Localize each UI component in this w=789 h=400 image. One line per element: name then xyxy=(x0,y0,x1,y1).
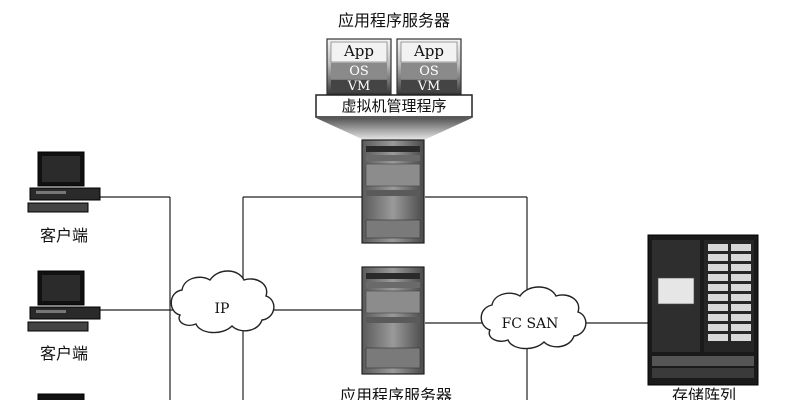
client-1-label: 客户端 xyxy=(39,226,89,245)
top-server-title: 应用程序服务器 xyxy=(337,11,451,30)
vm1-os-label: OS xyxy=(349,64,369,79)
bottom-server-tower xyxy=(361,266,425,375)
storage-array-label: 存储阵列 xyxy=(671,386,737,400)
ip-cloud xyxy=(170,270,275,334)
vm-box-2 xyxy=(396,38,462,95)
vm2-os-label: OS xyxy=(419,64,439,79)
vm-box-1 xyxy=(326,38,392,95)
hypervisor-label: 虚拟机管理程序 xyxy=(341,96,447,115)
hypervisor-funnel xyxy=(316,118,472,140)
hypervisor-bar xyxy=(315,94,473,118)
fc-san-cloud xyxy=(480,286,587,350)
vm2-vm-label: VM xyxy=(417,79,441,94)
ip-network-label: IP xyxy=(214,301,230,317)
vm1-app-label: App xyxy=(343,42,375,60)
vm1-vm-label: VM xyxy=(347,79,371,94)
storage-array xyxy=(647,234,759,386)
client-computer-1 xyxy=(27,151,101,213)
client-computer-2 xyxy=(27,270,101,332)
fc-san-label: FC SAN xyxy=(501,316,559,332)
client-2-label: 客户端 xyxy=(39,344,89,363)
vm2-app-label: App xyxy=(413,42,445,60)
top-server-tower xyxy=(361,139,425,244)
bottom-server-title: 应用程序服务器 xyxy=(339,386,453,400)
client-computer-3 xyxy=(37,393,85,400)
